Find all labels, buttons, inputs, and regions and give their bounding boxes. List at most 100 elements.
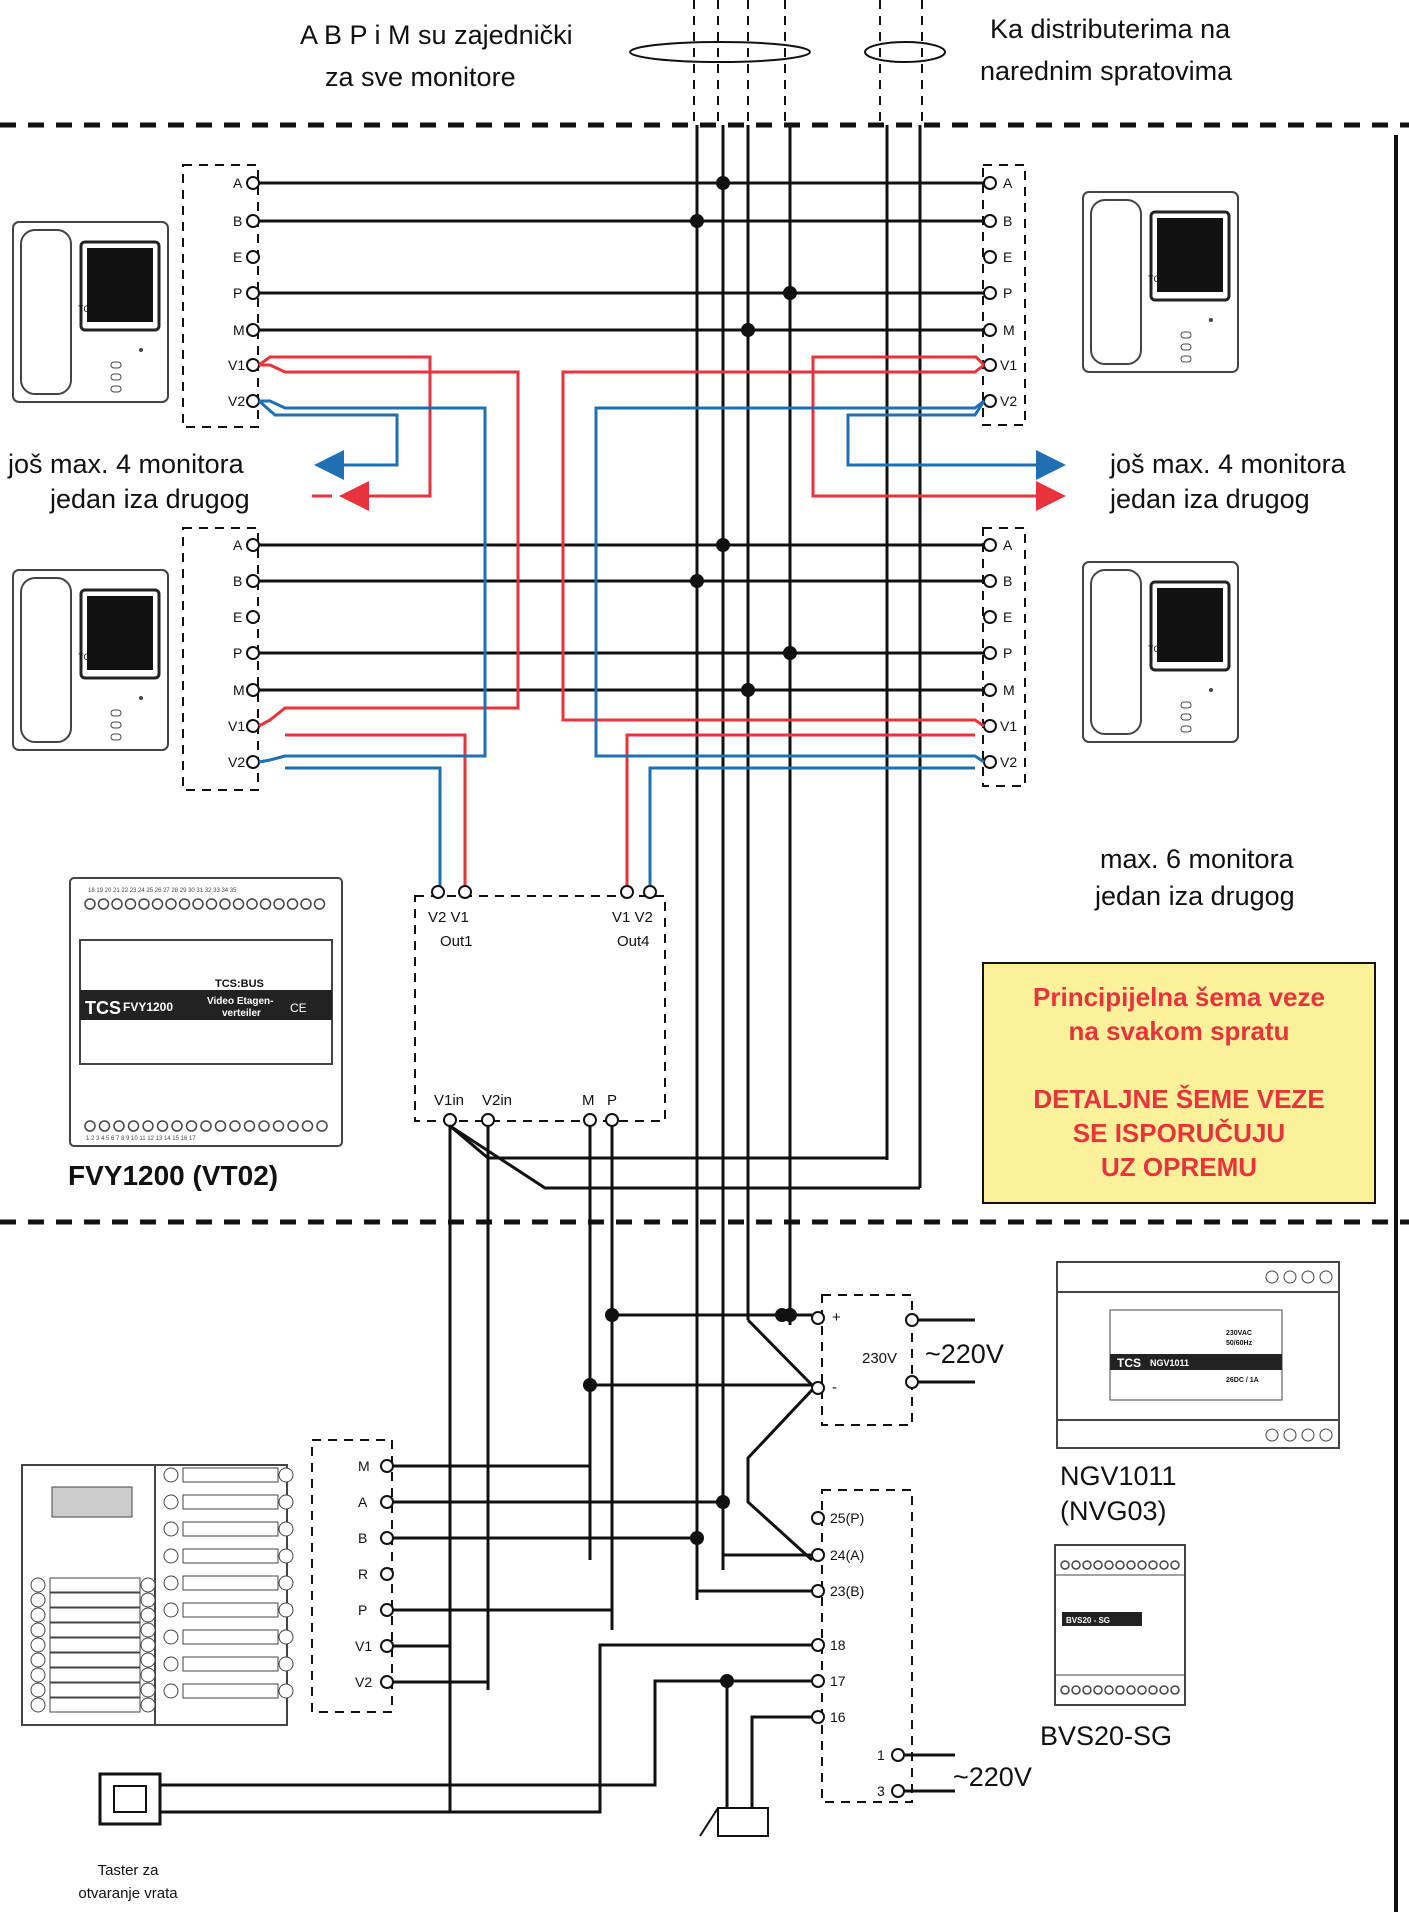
name-plate [49, 1637, 141, 1653]
door-opener-icon [699, 1807, 769, 1837]
door-button-line1: Taster za [98, 1862, 160, 1879]
terminal-screw [300, 898, 312, 910]
call-button [163, 1683, 179, 1699]
terminal-screw [1148, 1685, 1158, 1695]
right-branch-line2: jedan iza drugog [1109, 484, 1310, 514]
terminal-screw [1170, 1560, 1180, 1570]
m4-term-v2: V2 [1000, 754, 1017, 770]
terminal-screw [1115, 1560, 1125, 1570]
terminal-screw [205, 898, 218, 910]
call-button [140, 1637, 156, 1653]
call-button [163, 1656, 179, 1672]
note-line2: na svakom spratu [1068, 1016, 1289, 1046]
m3-term-v2: V2 [228, 754, 245, 770]
terminal-screw [185, 1120, 198, 1132]
terminal-screw [138, 898, 150, 910]
panel-term-v1: V1 [355, 1638, 372, 1654]
call-button [163, 1521, 179, 1537]
ngv-caption2: (NVG03) [1060, 1496, 1167, 1526]
m4-term-a: A [1003, 537, 1013, 553]
monitor-4-brand: TCS [1148, 644, 1166, 654]
m3-term-v1: V1 [228, 718, 245, 734]
call-button [30, 1607, 46, 1623]
header-common-line1: A B P i M su zajednički [300, 20, 573, 50]
panel-term-p: P [358, 1602, 367, 1618]
terminal-screw [1093, 1560, 1103, 1570]
name-plate [49, 1652, 141, 1668]
ngv-brand: TCS [1117, 1356, 1141, 1370]
call-button [140, 1697, 156, 1713]
terminal-screw [232, 898, 245, 910]
psu-minus: - [832, 1379, 837, 1396]
note-line1: Principijelna šema veze [1033, 982, 1325, 1012]
m3-term-a: A [233, 537, 243, 553]
terminal-screw [219, 898, 231, 910]
name-plate [182, 1548, 279, 1564]
terminal-screw [84, 898, 96, 910]
monitor-3-brand: TCS [78, 652, 96, 662]
name-plate [182, 1629, 279, 1645]
monitor-1-terminal-box [182, 164, 259, 428]
name-plate [49, 1622, 141, 1638]
terminal-screw [113, 1120, 125, 1132]
m3-term-b: B [233, 573, 242, 589]
ngv-spec2: 50/60Hz [1226, 1340, 1253, 1347]
call-button [30, 1697, 46, 1713]
m3-term-e: E [233, 609, 242, 625]
m3-term-m: M [233, 682, 245, 698]
terminal-screw [243, 1120, 256, 1132]
call-button [30, 1667, 46, 1683]
terminal-screw [1126, 1560, 1136, 1570]
call-button [140, 1607, 156, 1623]
m3-term-p: P [233, 645, 242, 661]
terminal-screw [1137, 1685, 1147, 1695]
name-plate [182, 1521, 279, 1537]
terminal-screw [178, 898, 191, 910]
name-plate [182, 1683, 279, 1699]
name-plate [49, 1592, 141, 1608]
m1-term-a: A [233, 175, 243, 191]
terminal-screw [301, 1120, 314, 1132]
m1-term-e: E [233, 249, 242, 265]
bvs-model: BVS20 - SG [1066, 1616, 1110, 1625]
panel-term-m: M [358, 1458, 370, 1474]
panel-term-b: B [358, 1530, 367, 1546]
terminal-screw [165, 898, 177, 910]
name-plate [49, 1607, 141, 1623]
call-button [278, 1494, 294, 1510]
terminal-screw [98, 1120, 111, 1132]
out4-terminals: V1 V2 [612, 909, 653, 926]
call-button [278, 1656, 294, 1672]
ngv-model: NGV1011 [1150, 1358, 1189, 1368]
m4-term-b: B [1003, 573, 1012, 589]
ctrl-t16: 16 [830, 1709, 846, 1725]
terminal-screw [246, 898, 258, 910]
header-next-floors-line1: Ka distributerima na [990, 14, 1231, 44]
max-monitors-line1: max. 6 monitora [1100, 844, 1295, 874]
panel-term-v2: V2 [355, 1674, 372, 1690]
ctrl-t1: 1 [877, 1747, 885, 1763]
call-button [278, 1548, 294, 1564]
name-plate [182, 1467, 279, 1483]
terminal-screw [286, 898, 299, 910]
call-button [278, 1575, 294, 1591]
terminal-screw [1082, 1685, 1092, 1695]
ctrl-t18: 18 [830, 1637, 846, 1653]
bvs20-device: BVS20 - SG [1054, 1544, 1186, 1706]
call-button [140, 1667, 156, 1683]
fvy-bottom-numbers: 1 2 3 4 5 6 7 8 9 10 11 12 13 14 15 16 1… [86, 1136, 196, 1142]
terminal-screw [214, 1120, 227, 1132]
riser-bundle [864, 41, 946, 63]
header-next-floors-line2: narednim spratovima [980, 56, 1233, 86]
terminal-screw [229, 1120, 241, 1132]
psu-mains: ~220V [925, 1339, 1004, 1369]
ngv-spec3: 26DC / 1A [1226, 1377, 1259, 1384]
terminal-screw [273, 898, 285, 910]
ctrl-t3: 3 [877, 1783, 885, 1799]
terminal-screw [1060, 1560, 1070, 1570]
terminal-screw [287, 1120, 299, 1132]
m2-term-e: E [1003, 249, 1012, 265]
dist-p: P [607, 1092, 617, 1109]
call-button [163, 1548, 179, 1564]
